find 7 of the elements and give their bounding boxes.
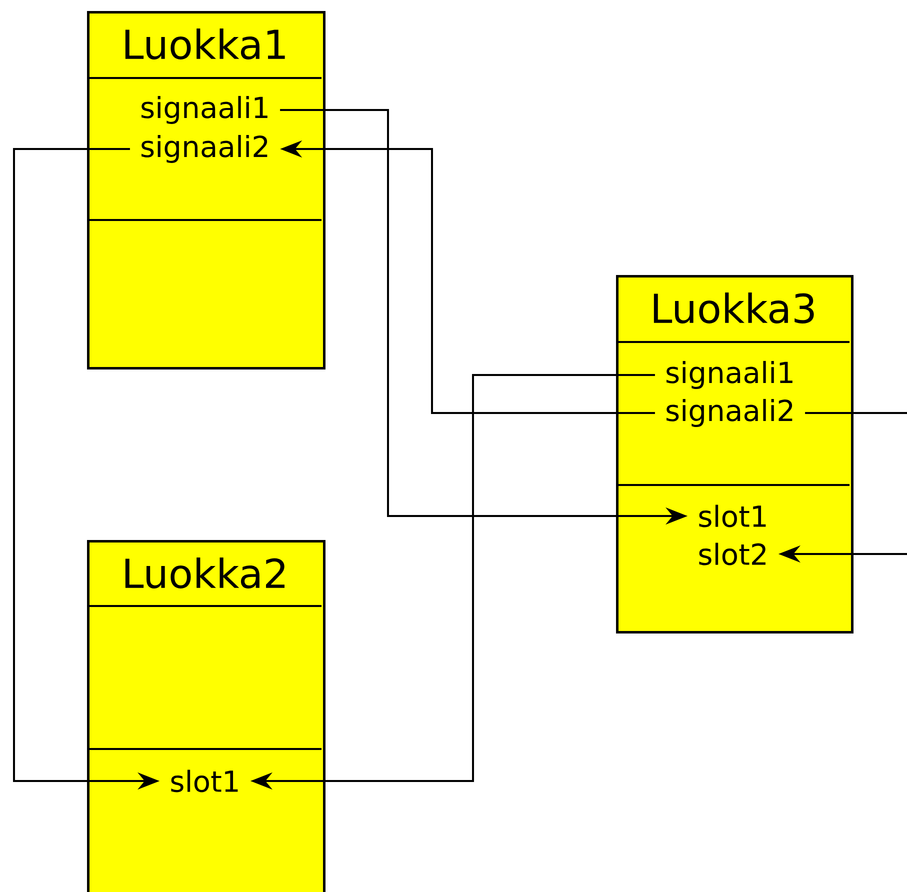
member-label: signaali1: [142, 96, 268, 124]
member-label: slot1: [171, 770, 238, 792]
member-label: signaali2: [666, 398, 792, 428]
member-label: signaali1: [666, 360, 792, 390]
member-label: slot2: [699, 542, 766, 566]
member-label: signaali2: [142, 134, 268, 164]
member-label: slot1: [699, 504, 766, 528]
